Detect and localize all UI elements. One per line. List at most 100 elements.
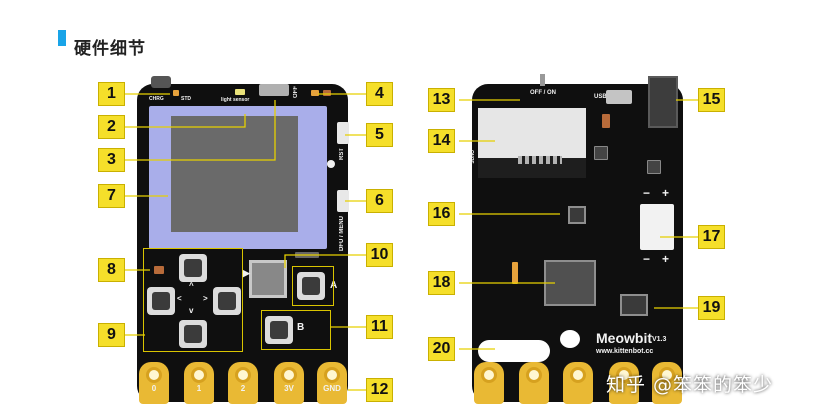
battery-minus: − [643, 186, 651, 200]
callout-17: 17 [698, 225, 725, 249]
resistor [323, 90, 331, 96]
pin-label-0: 0 [151, 384, 157, 393]
audio-jack[interactable] [648, 76, 678, 128]
sd-card-slot[interactable] [478, 108, 586, 178]
switch-lever[interactable] [540, 74, 545, 86]
pin-label-3v: 3V [284, 384, 294, 393]
battery-connector[interactable] [640, 204, 674, 250]
off-label: OFF [293, 86, 299, 98]
std-label: STD [181, 96, 191, 102]
ir-led [327, 160, 335, 168]
sdio-label: SD/IO [470, 150, 476, 164]
buzzer [249, 260, 287, 298]
callout-20: 20 [428, 337, 455, 361]
a-box [292, 266, 334, 306]
callout-18: 18 [428, 271, 455, 295]
callout-4: 4 [366, 82, 393, 106]
smd-component [154, 266, 164, 274]
pin-pad-2[interactable] [228, 362, 258, 404]
back-pin-pad[interactable] [519, 362, 549, 404]
menu-button[interactable] [337, 190, 349, 212]
pin-label-gnd: GND [323, 384, 341, 393]
b-button[interactable] [265, 316, 293, 344]
callout-19: 19 [698, 296, 725, 320]
page-title: 硬件细节 [74, 39, 146, 59]
callout-12: 12 [366, 378, 393, 402]
pin-label-2: 2 [240, 384, 246, 393]
callout-13: 13 [428, 88, 455, 112]
crystal [512, 262, 518, 284]
pin-pad-gnd[interactable] [317, 362, 347, 404]
callout-3: 3 [98, 148, 125, 172]
lcd-screen [171, 116, 298, 232]
callout-6: 6 [366, 189, 393, 213]
regulator [594, 146, 608, 160]
back-pin-pad[interactable] [474, 362, 504, 404]
mcu-chip [544, 260, 596, 306]
cat-logo [560, 330, 580, 348]
callout-10: 10 [366, 243, 393, 267]
smd-component [295, 252, 319, 258]
front-board: CHRG STD light sensor OFF RST DFU / MENU… [137, 76, 349, 404]
version-label: V1.3 [652, 336, 667, 343]
battery-plus-bottom: + [662, 252, 670, 266]
b-label: B [297, 322, 305, 333]
callout-11: 11 [366, 315, 393, 339]
usb-label: USB [594, 94, 607, 100]
dpad-right-button[interactable] [213, 287, 241, 315]
callout-14: 14 [428, 129, 455, 153]
website-label: www.kittenbot.cc [596, 348, 654, 355]
callout-16: 16 [428, 202, 455, 226]
brand-name: Meowbit [596, 330, 652, 346]
charger-ic [647, 160, 661, 174]
callout-9: 9 [98, 323, 125, 347]
back-pin-pad[interactable] [563, 362, 593, 404]
rst-label: RST [339, 148, 345, 160]
pin-pad-1[interactable] [184, 362, 214, 404]
back-pin-pad[interactable] [652, 362, 682, 404]
battery-minus-bottom: − [643, 252, 651, 266]
dpad-down-button[interactable] [179, 320, 207, 348]
dpad-left-button[interactable] [147, 287, 175, 315]
a-button[interactable] [297, 272, 325, 300]
charge-led [173, 90, 179, 96]
dpad-box [143, 248, 243, 352]
sd-contacts [518, 156, 562, 164]
callout-15: 15 [698, 88, 725, 112]
lcd-frame [149, 106, 327, 249]
dpad-up-button[interactable] [179, 254, 207, 282]
buzzer-marker: ▶ [243, 268, 250, 278]
title-accent-bar [58, 30, 66, 46]
headphone-jack [151, 76, 171, 88]
chrg-label: CHRG [149, 96, 164, 102]
dfu-menu-label: DFU / MENU [339, 216, 345, 251]
light-sensor-label: light sensor [221, 97, 250, 103]
dpad-left-glyph: < [177, 294, 182, 303]
reset-button[interactable] [337, 122, 349, 144]
callout-5: 5 [366, 123, 393, 147]
ab-box [261, 310, 331, 350]
dpad-up-glyph: ^ [189, 281, 194, 290]
smd-component [602, 114, 610, 128]
callout-2: 2 [98, 115, 125, 139]
sensor-chip [568, 206, 586, 224]
off-on-label: OFF / ON [530, 90, 556, 96]
battery-plus: + [662, 186, 670, 200]
light-sensor [235, 89, 245, 95]
usb-port[interactable] [606, 90, 632, 104]
dpad-right-glyph: > [203, 294, 208, 303]
back-board: OFF / ON USB SD/IO − + − + Meowbit V1.3 … [470, 74, 683, 404]
pin-label-1: 1 [196, 384, 202, 393]
callout-7: 7 [98, 184, 125, 208]
pin-pad-0[interactable] [139, 362, 169, 404]
flash-chip [620, 294, 648, 316]
status-led [311, 90, 319, 96]
callout-8: 8 [98, 258, 125, 282]
mounting-slot [478, 340, 550, 362]
callout-1: 1 [98, 82, 125, 106]
dpad-down-glyph: v [189, 306, 194, 315]
pin-pad-3v[interactable] [274, 362, 304, 404]
power-switch[interactable] [259, 84, 289, 96]
back-pin-pad[interactable] [609, 362, 639, 404]
